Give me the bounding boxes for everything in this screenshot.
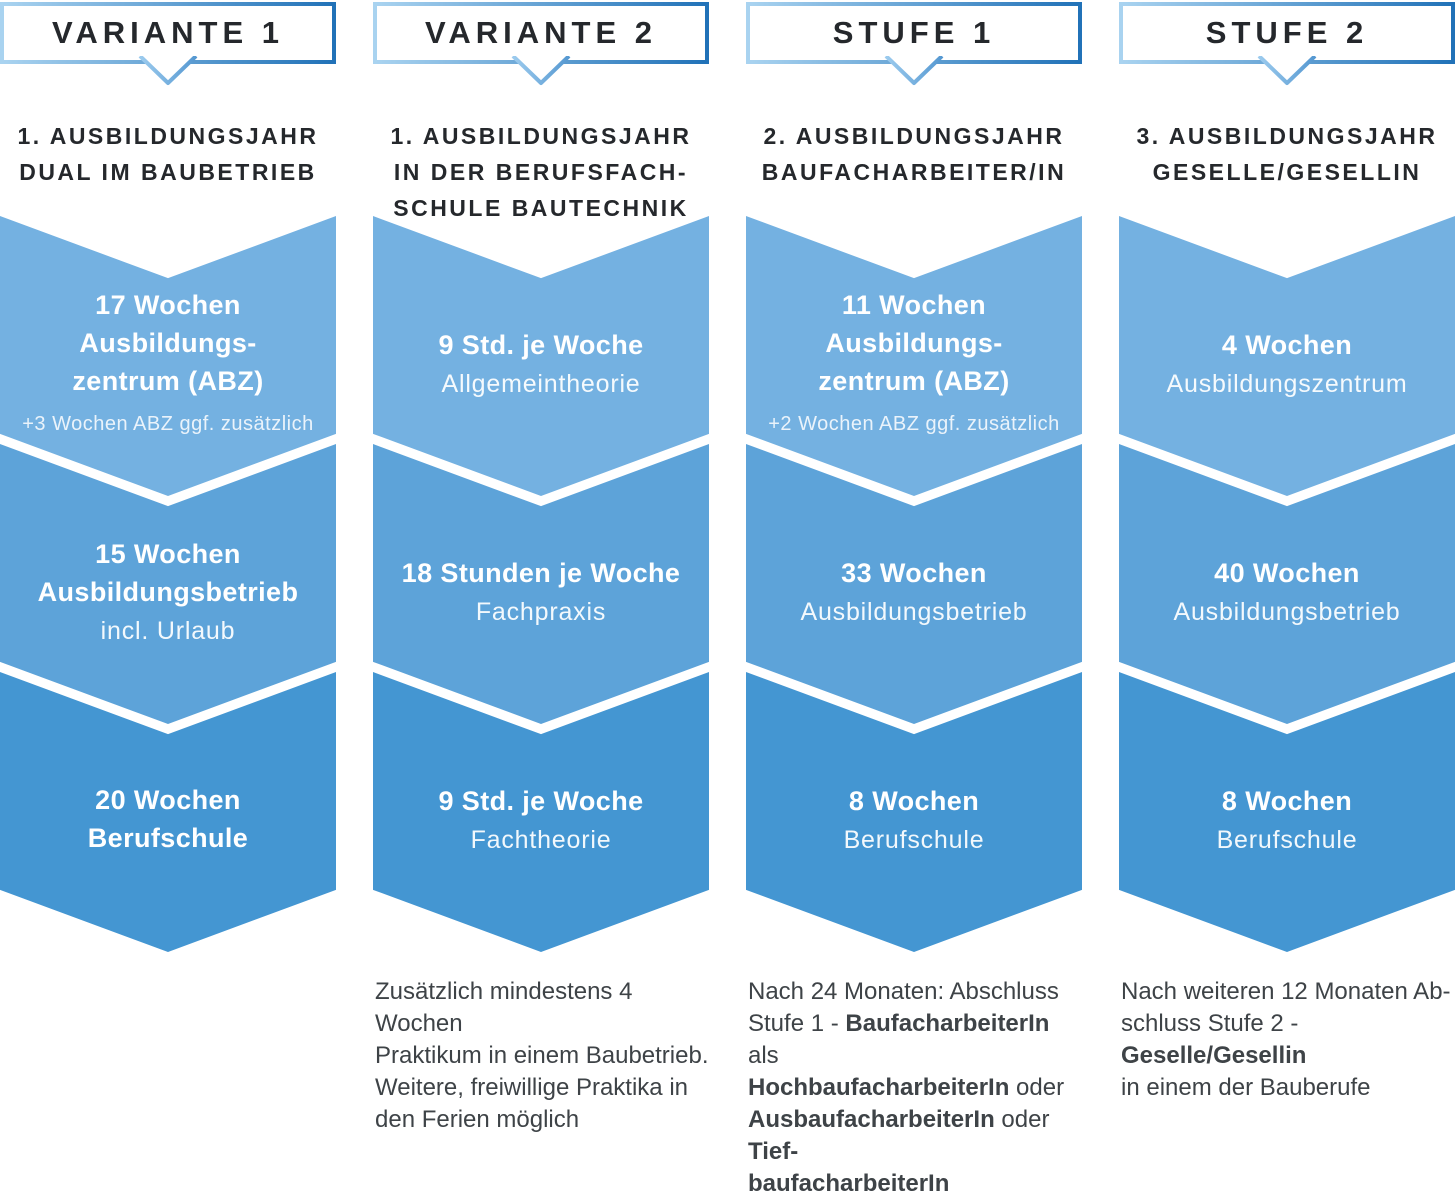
chevron-step-1: 11 Wochen Ausbildungs-zentrum (ABZ) +2 W… — [746, 216, 1082, 496]
chevron-main-text: 8 Wochen — [1221, 786, 1353, 816]
chevron-sub-text: Berufschule — [843, 826, 985, 854]
header-box: STUFE 1 — [746, 2, 1082, 85]
header-box: VARIANTE 1 — [0, 2, 336, 85]
header-label: VARIANTE 2 — [424, 15, 657, 50]
header-pointer-icon — [138, 56, 198, 85]
chevron-stack: 4 Wochen Ausbildungszentrum 40 Wochen Au… — [1119, 216, 1455, 952]
chevron-sub-text: Ausbildungszentrum — [1166, 370, 1408, 398]
chevron-step-2: 18 Stunden je Woche Fachpraxis — [373, 444, 709, 724]
chevron-main-text: 17 Wochen Ausbildungs-zentrum (ABZ) — [72, 290, 264, 396]
chevron-main-text: 40 Wochen — [1214, 558, 1360, 588]
header-label: STUFE 2 — [1205, 15, 1369, 50]
chevron-main-text: 33 Wochen — [841, 558, 987, 588]
header-label: VARIANTE 1 — [51, 15, 284, 50]
footnote: Nach weiteren 12 Monaten Ab-schluss Stuf… — [1121, 978, 1451, 1101]
header-pointer-icon — [884, 56, 944, 85]
header-pointer-icon — [1257, 56, 1317, 85]
chevron-main-text: 11 Wochen Ausbildungs-zentrum (ABZ) — [818, 290, 1010, 396]
header-pointer-icon — [511, 56, 571, 85]
chevron-main-text: 9 Std. je Woche — [438, 330, 644, 360]
chevron-main-text: 9 Std. je Woche — [438, 786, 644, 816]
chevron-step-1: 17 Wochen Ausbildungs-zentrum (ABZ) +3 W… — [0, 216, 336, 496]
header-box: STUFE 2 — [1119, 2, 1455, 85]
chevron-sub-text: Berufschule — [1216, 826, 1358, 854]
chevron-sub-text: Ausbildungsbetrieb — [800, 598, 1028, 626]
chevron-step-1: 9 Std. je Woche Allgemeintheorie — [373, 216, 709, 496]
chevron-sub-text: +2 Wochen ABZ ggf. zusätzlich — [768, 413, 1060, 435]
chevron-sub-text: Allgemeintheorie — [441, 370, 641, 398]
chevron-sub-text: incl. Urlaub — [100, 617, 236, 645]
chevron-main-text: 4 Wochen — [1221, 330, 1353, 360]
chevron-sub-text: Fachpraxis — [475, 598, 607, 626]
chevron-main-text: 8 Wochen — [848, 786, 980, 816]
header-box: VARIANTE 2 — [373, 2, 709, 85]
chevron-sub-text: Fachtheorie — [470, 826, 612, 854]
chevron-stack: 17 Wochen Ausbildungs-zentrum (ABZ) +3 W… — [0, 216, 336, 952]
chevron-step-1: 4 Wochen Ausbildungszentrum — [1119, 216, 1455, 496]
chevron-sub-text: +3 Wochen ABZ ggf. zusätzlich — [22, 413, 314, 435]
chevron-stack: 9 Std. je Woche Allgemeintheorie 18 Stun… — [373, 216, 709, 952]
chevron-sub-text: Ausbildungsbetrieb — [1173, 598, 1401, 626]
header-label: STUFE 1 — [832, 15, 996, 50]
chevron-stack: 11 Wochen Ausbildungs-zentrum (ABZ) +2 W… — [746, 216, 1082, 952]
chevron-main-text: 18 Stunden je Woche — [401, 558, 681, 588]
